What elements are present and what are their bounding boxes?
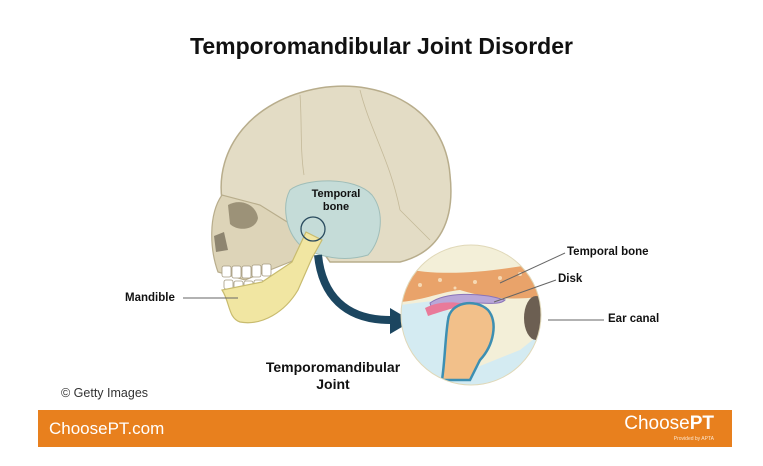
curved-arrow [318,255,390,320]
temporal-bone-label: Temporal bone [300,188,372,214]
inset-temporal-bone-label: Temporal bone [567,246,649,258]
logo-light: Choose [624,413,690,434]
copyright-text: © Getty Images [61,386,148,400]
logo-subtitle: Provided by APTA [674,436,714,442]
mandible-label: Mandible [125,292,175,304]
ear-canal-label: Ear canal [608,313,659,325]
disk-label: Disk [558,273,582,285]
logo-bold: PT [690,413,714,434]
tmj-label: Temporomandibular Joint [258,359,408,393]
inset-ear-canal [524,296,548,340]
footer-url[interactable]: ChoosePT.com [49,419,164,439]
choosept-logo: ChoosePT [624,413,714,435]
footer-bar: ChoosePT.com ChoosePT Provided by APTA [38,410,732,447]
